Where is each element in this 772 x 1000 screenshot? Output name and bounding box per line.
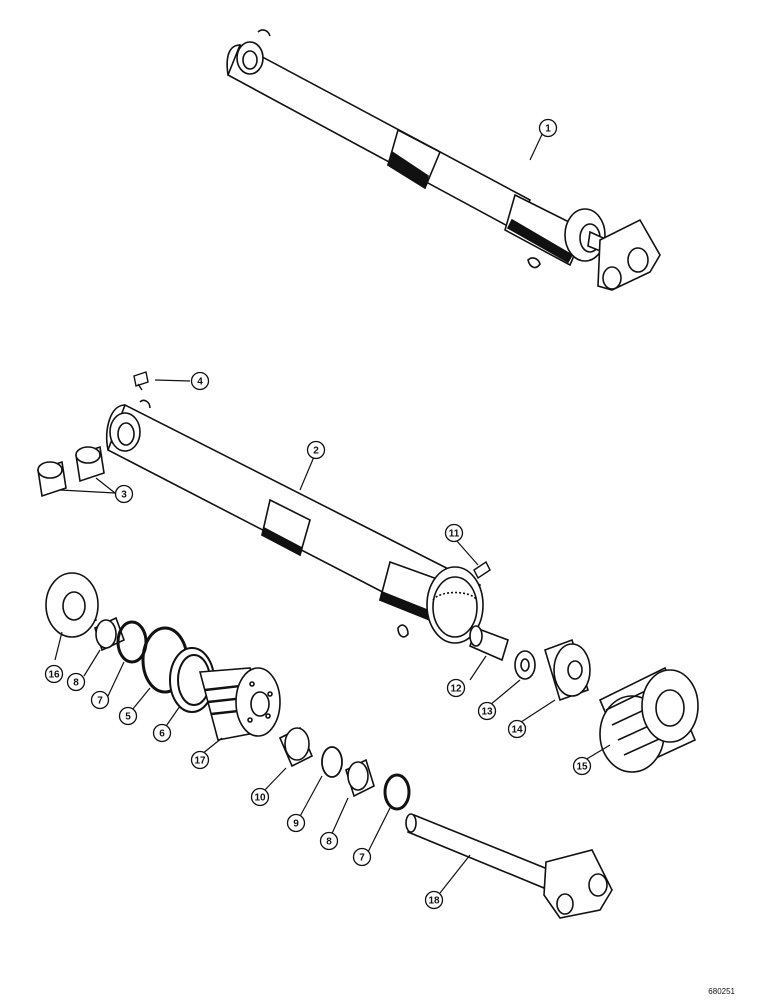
callout-label: 7 — [97, 696, 103, 707]
callout-c13: 13 — [477, 701, 497, 721]
callout-c16: 16 — [44, 664, 64, 684]
callout-c7b: 7 — [352, 847, 372, 867]
o-ring-lower — [383, 773, 411, 811]
piston — [598, 666, 699, 773]
callout-c3: 3 — [114, 484, 134, 504]
washer — [514, 650, 536, 680]
cylinder-head — [198, 667, 281, 741]
callout-circle — [444, 523, 464, 543]
callout-label: 2 — [313, 446, 319, 457]
piston-rod — [405, 813, 613, 919]
barrel-part — [106, 399, 484, 644]
callout-c6: 6 — [152, 723, 172, 743]
callout-circle — [306, 440, 326, 460]
callout-c18: 18 — [424, 890, 444, 910]
callout-label: 13 — [481, 707, 493, 718]
bleeder-screw — [473, 560, 491, 580]
callout-circle — [190, 371, 210, 391]
bushings — [37, 445, 105, 498]
callout-c15: 15 — [572, 756, 592, 776]
callout-label: 18 — [428, 896, 440, 907]
callout-c14: 14 — [507, 719, 527, 739]
piston-nut — [544, 638, 591, 702]
callout-circle — [538, 118, 558, 138]
callout-label: 5 — [125, 712, 131, 723]
callout-circle — [572, 756, 592, 776]
spacer-bushing — [278, 726, 314, 768]
callout-c1: 1 — [538, 118, 558, 138]
rod-bushing-lower — [345, 758, 375, 798]
callout-circle — [44, 664, 64, 684]
callout-label: 3 — [121, 490, 127, 501]
callout-label: 14 — [511, 725, 523, 736]
callout-c10: 10 — [250, 787, 270, 807]
callout-circle — [152, 723, 172, 743]
callout-label: 12 — [450, 684, 462, 695]
callout-label: 15 — [576, 762, 588, 773]
callout-c5: 5 — [118, 706, 138, 726]
callout-c4: 4 — [190, 371, 210, 391]
callout-circle — [66, 672, 86, 692]
drawing-code: 680251 — [708, 987, 735, 996]
callout-c12: 12 — [446, 678, 466, 698]
callout-circle — [446, 678, 466, 698]
callout-circle — [190, 750, 210, 770]
callout-c2: 2 — [306, 440, 326, 460]
callout-label: 10 — [254, 793, 266, 804]
callout-circle — [352, 847, 372, 867]
callout-label: 8 — [326, 837, 332, 848]
callout-circle — [118, 706, 138, 726]
callout-c7a: 7 — [90, 690, 110, 710]
retaining-ring — [321, 746, 343, 778]
head-wiper — [45, 572, 99, 638]
callout-circle — [90, 690, 110, 710]
callout-circle — [286, 813, 306, 833]
callout-label: 8 — [73, 678, 79, 689]
callout-label: 9 — [293, 819, 299, 830]
backup-ring — [169, 647, 215, 713]
callout-circle — [507, 719, 527, 739]
callout-circle — [114, 484, 134, 504]
callout-label: 4 — [197, 377, 203, 388]
callout-circle — [424, 890, 444, 910]
callout-circle — [250, 787, 270, 807]
callout-c17: 17 — [190, 750, 210, 770]
callout-label: 1 — [545, 124, 551, 135]
grease-fitting — [133, 371, 149, 391]
assembled-cylinder — [226, 29, 661, 291]
callout-label: 7 — [359, 853, 365, 864]
callout-c8a: 8 — [66, 672, 86, 692]
callout-label: 6 — [159, 729, 165, 740]
callout-label: 11 — [449, 529, 460, 540]
callout-circle — [319, 831, 339, 851]
callout-label: 17 — [194, 756, 206, 767]
callout-circle — [477, 701, 497, 721]
callout-label: 16 — [48, 670, 60, 681]
callout-c11: 11 — [444, 523, 464, 543]
fitting-part — [469, 625, 509, 662]
callout-c8b: 8 — [319, 831, 339, 851]
callout-c9: 9 — [286, 813, 306, 833]
